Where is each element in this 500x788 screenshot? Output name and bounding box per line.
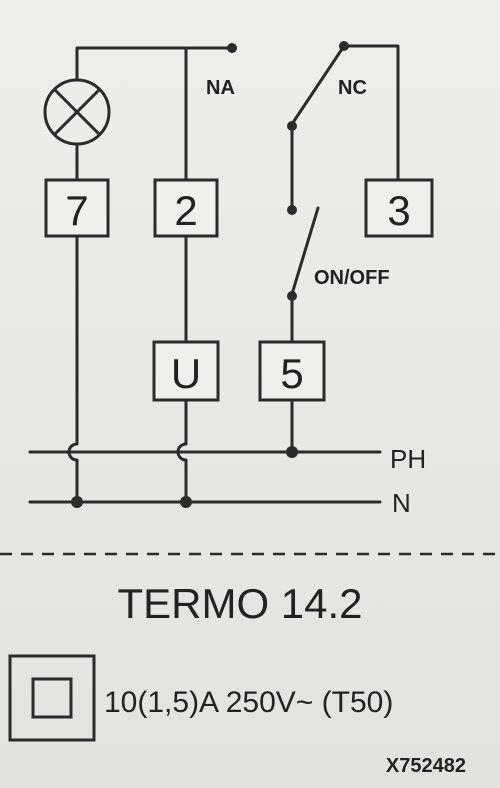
lamp-icon [43,78,111,146]
terminal-7-label: 7 [65,187,88,234]
terminal-3: 3 [364,178,434,238]
terminal-2-label: 2 [174,187,197,234]
terminal-2: 2 [153,178,219,238]
na-contact-dot [227,43,237,53]
model-name: TERMO 14.2 [117,580,362,627]
onoff-upper-dot [287,205,297,215]
terminal-5-label: 5 [280,350,303,397]
nc-label: NC [338,77,367,99]
on-off-label: ON/OFF [314,267,390,289]
ph-junction-dot [286,446,298,458]
neutral-label: N [392,488,411,518]
double-insulation-icon [8,654,96,742]
na-wire [75,46,234,82]
terminal-7: 7 [44,178,110,238]
terminal-7-to-n-wire [67,234,79,504]
terminal-u: U [152,340,220,402]
n-junction-7-dot [71,496,83,508]
nc-to-3-wire [342,44,400,182]
terminal-u-to-n-wire [176,398,188,504]
terminal-3-label: 3 [387,187,410,234]
terminal-5: 5 [258,340,326,402]
phase-label: PH [390,444,426,474]
product-code: X752482 [386,755,466,777]
n-junction-u-dot [180,496,192,508]
nc-switch-blade [290,44,346,126]
na-label: NA [206,77,235,99]
terminal-u-label: U [171,350,201,397]
electrical-rating: 10(1,5)A 250V~ (T50) [104,686,393,719]
onoff-switch-blade [290,206,320,296]
